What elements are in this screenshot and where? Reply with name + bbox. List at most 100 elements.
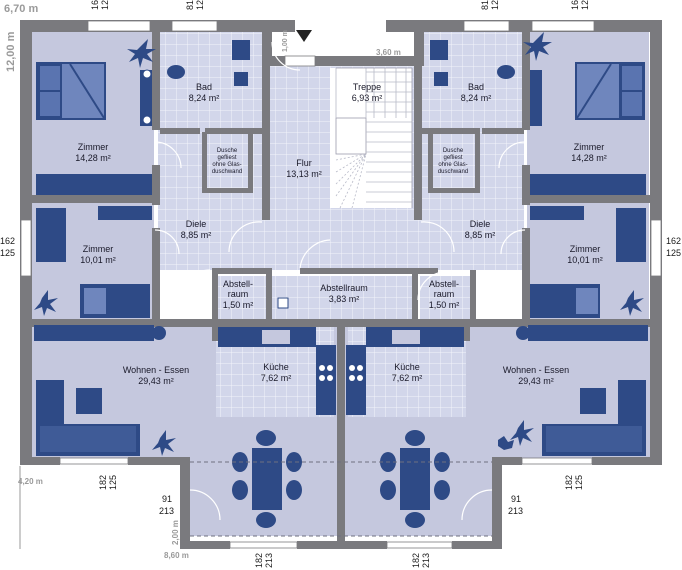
svg-text:Zimmer: Zimmer xyxy=(570,244,601,254)
desk-left xyxy=(36,208,66,262)
room-name: Zimmer xyxy=(78,142,109,152)
window-dim: 125 xyxy=(195,0,205,10)
svg-text:duschwand: duschwand xyxy=(212,169,242,175)
entrance-arrow-icon xyxy=(296,30,312,42)
svg-text:13,13 m²: 13,13 m² xyxy=(286,169,322,179)
stove-left xyxy=(316,345,336,415)
window-dim: 125 xyxy=(100,0,110,10)
svg-text:3,83 m²: 3,83 m² xyxy=(329,294,360,304)
shower-note: gefliest xyxy=(217,155,236,161)
dresser-right xyxy=(530,70,542,126)
shower-note: Dusche xyxy=(443,148,464,154)
staircase xyxy=(335,67,413,209)
window-dim: 162 xyxy=(666,236,681,246)
room-name: Zimmer xyxy=(574,142,605,152)
shower-note: gefliest xyxy=(443,155,462,161)
svg-text:Abstell-: Abstell- xyxy=(223,279,253,289)
svg-text:14,28 m²: 14,28 m² xyxy=(571,153,607,163)
window-dim: 182 xyxy=(564,475,574,490)
windows xyxy=(20,20,662,549)
svg-text:Flur: Flur xyxy=(296,158,312,168)
sideboard-right xyxy=(528,325,648,341)
room-area: 8,24 m² xyxy=(461,93,492,103)
svg-text:ohne Glas-: ohne Glas- xyxy=(438,162,467,168)
window-dim: 125 xyxy=(108,475,118,490)
shower-note: duschwand xyxy=(438,169,468,175)
svg-text:duschwand: duschwand xyxy=(438,169,468,175)
window-dim: 125 xyxy=(666,248,681,258)
overall-dimensions: 6,70 m 12,00 m 3,60 m 1,00 m 4,20 m 2,00… xyxy=(4,3,401,560)
svg-text:8,24 m²: 8,24 m² xyxy=(461,93,492,103)
room-area: 14,28 m² xyxy=(571,153,607,163)
window-dim: 125 xyxy=(574,475,584,490)
svg-text:8,85 m²: 8,85 m² xyxy=(465,230,496,240)
svg-text:14,28 m²: 14,28 m² xyxy=(75,153,111,163)
dim-width-top: 6,70 m xyxy=(4,3,38,15)
svg-text:ohne Glas-: ohne Glas- xyxy=(212,162,241,168)
room-name: Treppe xyxy=(353,82,381,92)
room-name: Zimmer xyxy=(570,244,601,254)
room-name: raum xyxy=(228,289,249,299)
washing-machine-left xyxy=(232,40,250,60)
svg-text:Dusche: Dusche xyxy=(217,148,238,154)
room-name: Küche xyxy=(394,362,420,372)
svg-text:Diele: Diele xyxy=(186,219,207,229)
wardrobe-right xyxy=(530,174,646,195)
door-swings xyxy=(154,41,526,521)
svg-text:Küche: Küche xyxy=(263,362,289,372)
room-name: Wohnen - Essen xyxy=(123,365,189,375)
sink-right xyxy=(497,65,515,79)
dim-stair-width: 3,60 m xyxy=(376,48,401,57)
window-dim: 162 xyxy=(0,236,15,246)
room-area: 1,50 m² xyxy=(223,300,254,310)
room-area: 13,13 m² xyxy=(286,169,322,179)
room-name: Abstell- xyxy=(429,279,459,289)
window-dim: 125 xyxy=(490,0,500,10)
svg-text:Bad: Bad xyxy=(196,82,212,92)
window-dim: 91 xyxy=(162,494,172,504)
svg-text:Zimmer: Zimmer xyxy=(78,142,109,152)
window-dim: 182 xyxy=(98,475,108,490)
svg-text:Zimmer: Zimmer xyxy=(574,142,605,152)
toilet-right xyxy=(434,72,448,86)
room-area: 3,83 m² xyxy=(329,294,360,304)
toilet-left xyxy=(234,72,248,86)
room-name: raum xyxy=(434,289,455,299)
stove-right xyxy=(346,345,366,415)
window-dim: 125 xyxy=(580,0,590,10)
wardrobe-left xyxy=(36,174,152,195)
sofa-left xyxy=(36,380,140,456)
room-area: 8,24 m² xyxy=(189,93,220,103)
dim-terrace-width: 4,20 m xyxy=(18,477,43,486)
svg-text:1,50 m²: 1,50 m² xyxy=(223,300,254,310)
room-name: Diele xyxy=(470,219,491,229)
room-name: Abstellraum xyxy=(320,283,368,293)
sink-left xyxy=(167,65,185,79)
svg-text:10,01 m²: 10,01 m² xyxy=(80,255,116,265)
furniture xyxy=(19,32,648,549)
double-bed-right xyxy=(575,62,645,120)
svg-text:Küche: Küche xyxy=(394,362,420,372)
shower-note: Dusche xyxy=(217,148,238,154)
window-dim: 182 xyxy=(411,553,421,568)
walls xyxy=(20,20,662,549)
room-name: Diele xyxy=(186,219,207,229)
svg-text:Abstell-: Abstell- xyxy=(429,279,459,289)
room-name: Abstell- xyxy=(223,279,253,289)
svg-text:Dusche: Dusche xyxy=(443,148,464,154)
room-area: 10,01 m² xyxy=(80,255,116,265)
window-dim: 162 xyxy=(90,0,100,10)
double-bed-left xyxy=(36,62,106,120)
room-area: 14,28 m² xyxy=(75,153,111,163)
svg-text:Abstellraum: Abstellraum xyxy=(320,283,368,293)
room-name: Zimmer xyxy=(83,244,114,254)
room-name: Bad xyxy=(196,82,212,92)
dresser-left xyxy=(140,70,152,126)
svg-text:8,24 m²: 8,24 m² xyxy=(189,93,220,103)
svg-text:Wohnen - Essen: Wohnen - Essen xyxy=(123,365,189,375)
window-dim: 213 xyxy=(421,553,431,568)
svg-text:Wohnen - Essen: Wohnen - Essen xyxy=(503,365,569,375)
window-dim: 182 xyxy=(254,553,264,568)
